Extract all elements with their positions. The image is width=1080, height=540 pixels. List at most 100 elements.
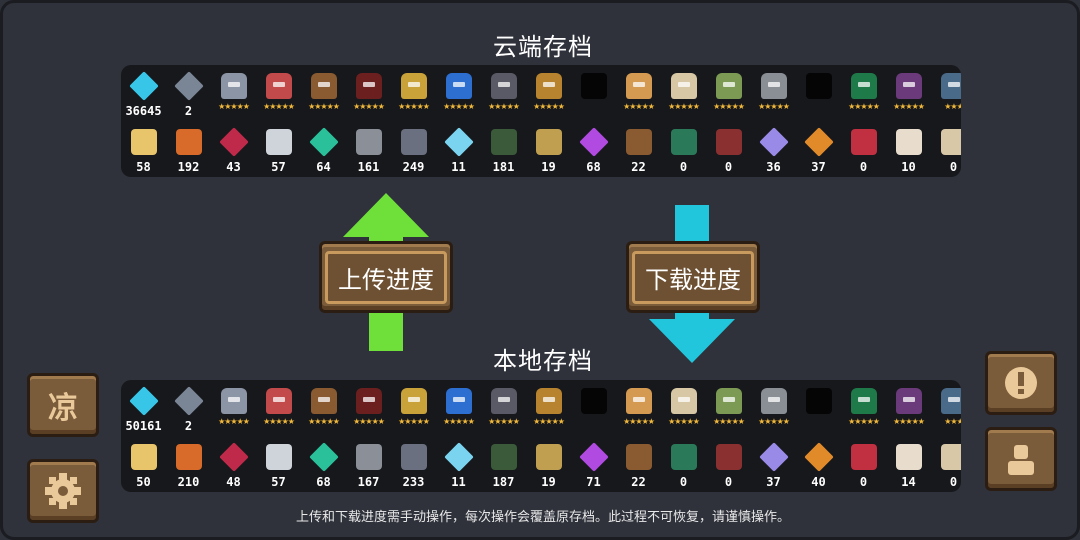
character-icon <box>400 388 427 414</box>
material-icon <box>490 129 517 155</box>
resource-count: 0 <box>859 475 868 489</box>
locked-character-icon <box>805 388 832 414</box>
material-icon <box>895 129 922 155</box>
material-icon <box>850 444 877 470</box>
resource-count: 192 <box>177 160 200 174</box>
star-rating: ★★★★★ <box>353 102 385 111</box>
star-rating: ★★★★★ <box>308 417 340 426</box>
warning-note: 上传和下载进度需手动操作，每次操作会覆盖原存档。此过程不可恢复，请谨慎操作。 <box>295 510 790 525</box>
resource-count: 37 <box>811 160 826 174</box>
download-progress-label: 下载进度 <box>645 265 741 294</box>
character-slot: ★★★★★ <box>661 382 706 438</box>
resource-count: 64 <box>316 160 331 174</box>
character-slot: ★★★★★ <box>436 67 481 123</box>
material-icon <box>670 129 697 155</box>
character-icon <box>220 73 247 99</box>
resource-slot: 14 <box>886 438 931 492</box>
resource-slot: 68 <box>301 438 346 492</box>
resource-slot: 2 <box>166 67 211 123</box>
star-rating: ★★★★★ <box>893 417 925 426</box>
resource-count: 57 <box>271 475 286 489</box>
character-icon <box>265 73 292 99</box>
star-rating: ★★★★★ <box>848 102 880 111</box>
material-icon <box>175 129 202 155</box>
resource-slot: 181 <box>481 123 526 177</box>
star-rating: ★★★★★ <box>533 417 565 426</box>
character-slot: ★★★★★ <box>751 67 796 123</box>
character-slot: ★★★ <box>931 67 961 123</box>
material-icon <box>715 129 742 155</box>
cool-mode-label: 凉 <box>48 391 78 426</box>
resource-count: 161 <box>357 160 380 174</box>
alert-icon <box>1005 367 1037 399</box>
resource-slot: 192 <box>166 123 211 177</box>
cool-mode-button[interactable]: 凉 <box>27 373 99 437</box>
star-rating: ★★★★★ <box>398 417 430 426</box>
character-icon <box>850 388 877 414</box>
character-slot <box>571 67 616 123</box>
character-icon <box>625 73 652 99</box>
resource-slot: 0 <box>931 438 961 492</box>
download-progress-button[interactable]: 下载进度 <box>626 241 760 313</box>
resource-slot: 187 <box>481 438 526 492</box>
character-slot: ★★★★★ <box>391 382 436 438</box>
material-icon <box>355 444 382 470</box>
material-icon <box>715 444 742 470</box>
resource-count: 249 <box>402 160 425 174</box>
character-icon <box>940 388 961 414</box>
resource-count: 57 <box>271 160 286 174</box>
resource-count: 2 <box>184 104 193 118</box>
star-rating: ★★★★★ <box>218 417 250 426</box>
gem-icon <box>803 127 834 157</box>
resource-slot: 22 <box>616 438 661 492</box>
resource-slot: 22 <box>616 123 661 177</box>
resource-count: 181 <box>492 160 515 174</box>
gem-icon <box>443 127 474 157</box>
material-icon <box>130 129 157 155</box>
resource-count: 11 <box>451 475 466 489</box>
star-rating: ★★★★★ <box>758 417 790 426</box>
star-rating: ★★★ <box>944 102 961 111</box>
upload-progress-button[interactable]: 上传进度 <box>319 241 453 313</box>
profile-button[interactable] <box>985 427 1057 491</box>
locked-character-icon <box>580 73 607 99</box>
locked-character-icon <box>580 388 607 414</box>
character-slot: ★★★★★ <box>346 382 391 438</box>
material-icon <box>625 444 652 470</box>
resource-slot: 40 <box>796 438 841 492</box>
resource-slot: 11 <box>436 123 481 177</box>
cloud-save-title: 云端存档 <box>493 33 593 61</box>
material-icon <box>175 444 202 470</box>
resource-slot: 36645 <box>121 67 166 123</box>
character-icon <box>310 388 337 414</box>
star-rating: ★★★★★ <box>398 102 430 111</box>
resource-slot: 64 <box>301 123 346 177</box>
resource-count: 0 <box>949 475 958 489</box>
resource-slot: 210 <box>166 438 211 492</box>
settings-button[interactable] <box>27 459 99 523</box>
character-icon <box>535 388 562 414</box>
resource-count: 48 <box>226 475 241 489</box>
resource-count: 14 <box>901 475 916 489</box>
resource-count: 36 <box>766 160 781 174</box>
resource-slot: 10 <box>886 123 931 177</box>
material-icon <box>400 444 427 470</box>
material-icon <box>265 444 292 470</box>
notice-button[interactable] <box>985 351 1057 415</box>
character-icon <box>445 73 472 99</box>
character-icon <box>715 388 742 414</box>
material-icon <box>895 444 922 470</box>
character-icon <box>670 388 697 414</box>
character-icon <box>670 73 697 99</box>
character-slot: ★★★★★ <box>841 67 886 123</box>
resource-slot: 43 <box>211 123 256 177</box>
character-icon <box>850 73 877 99</box>
resource-slot: 71 <box>571 438 616 492</box>
material-icon <box>535 129 562 155</box>
character-slot: ★★★★★ <box>886 382 931 438</box>
resource-slot: 37 <box>751 438 796 492</box>
resource-count: 37 <box>766 475 781 489</box>
gem-icon <box>758 442 789 472</box>
resource-count: 22 <box>631 475 646 489</box>
character-slot: ★★★★★ <box>526 67 571 123</box>
